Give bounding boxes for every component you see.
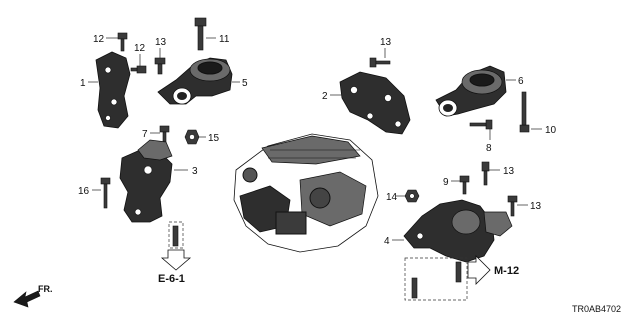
callout-16: 16 bbox=[78, 186, 90, 197]
reference-right-arrow-icon[interactable] bbox=[467, 255, 491, 285]
front-direction-arrow-icon bbox=[13, 290, 41, 308]
callout-13-center: 13 bbox=[380, 37, 392, 48]
callout-13-right-low: 13 bbox=[530, 201, 542, 212]
bolt-part-13-right-low[interactable] bbox=[507, 195, 518, 217]
mount-part-6[interactable] bbox=[435, 65, 507, 117]
callout-6: 6 bbox=[518, 76, 524, 87]
callout-5: 5 bbox=[242, 78, 248, 89]
callout-15: 15 bbox=[208, 133, 220, 144]
mount-part-3[interactable] bbox=[119, 139, 173, 223]
bolt-part-12-upper[interactable] bbox=[117, 32, 128, 52]
front-label: FR. bbox=[38, 284, 53, 294]
reference-down-arrow-icon[interactable] bbox=[160, 249, 192, 271]
callout-7: 7 bbox=[142, 129, 148, 140]
bolt-part-11[interactable] bbox=[194, 17, 207, 51]
bracket-part-2[interactable] bbox=[339, 71, 411, 135]
diagram-code: TR0AB4702 bbox=[572, 304, 621, 314]
mount-part-4[interactable] bbox=[403, 199, 513, 263]
nut-part-15[interactable] bbox=[184, 129, 200, 145]
callout-1: 1 bbox=[80, 78, 86, 89]
bolt-part-16[interactable] bbox=[100, 177, 111, 209]
stud-reference-e61 bbox=[168, 221, 184, 249]
callout-8: 8 bbox=[486, 143, 492, 154]
reference-e-6-1[interactable]: E-6-1 bbox=[158, 273, 185, 285]
bolt-part-8[interactable] bbox=[469, 119, 493, 130]
nut-part-14[interactable] bbox=[404, 189, 420, 203]
callout-11: 11 bbox=[219, 34, 230, 45]
callout-12-lower: 12 bbox=[134, 43, 146, 54]
callout-13-top-left: 13 bbox=[155, 37, 167, 48]
callout-14: 14 bbox=[386, 192, 398, 203]
bolt-part-9[interactable] bbox=[459, 175, 470, 195]
callout-10: 10 bbox=[545, 125, 557, 136]
engine-assembly bbox=[233, 133, 379, 253]
callout-3: 3 bbox=[192, 166, 198, 177]
bolt-part-13-right-mid[interactable] bbox=[481, 161, 490, 186]
callout-4: 4 bbox=[384, 236, 390, 247]
studs-reference-m12 bbox=[404, 257, 468, 301]
bolt-part-10[interactable] bbox=[519, 91, 530, 133]
callout-9: 9 bbox=[443, 177, 449, 188]
reference-m-12[interactable]: M-12 bbox=[494, 265, 519, 277]
callout-12-upper: 12 bbox=[93, 34, 105, 45]
bracket-part-1[interactable] bbox=[95, 51, 131, 129]
callout-13-right-mid: 13 bbox=[503, 166, 515, 177]
bolt-part-12-lower[interactable] bbox=[130, 65, 147, 74]
bolt-part-13-center[interactable] bbox=[369, 57, 391, 68]
callout-2: 2 bbox=[322, 91, 328, 102]
mount-part-5[interactable] bbox=[157, 57, 233, 105]
bolt-part-13-left[interactable] bbox=[154, 57, 166, 75]
